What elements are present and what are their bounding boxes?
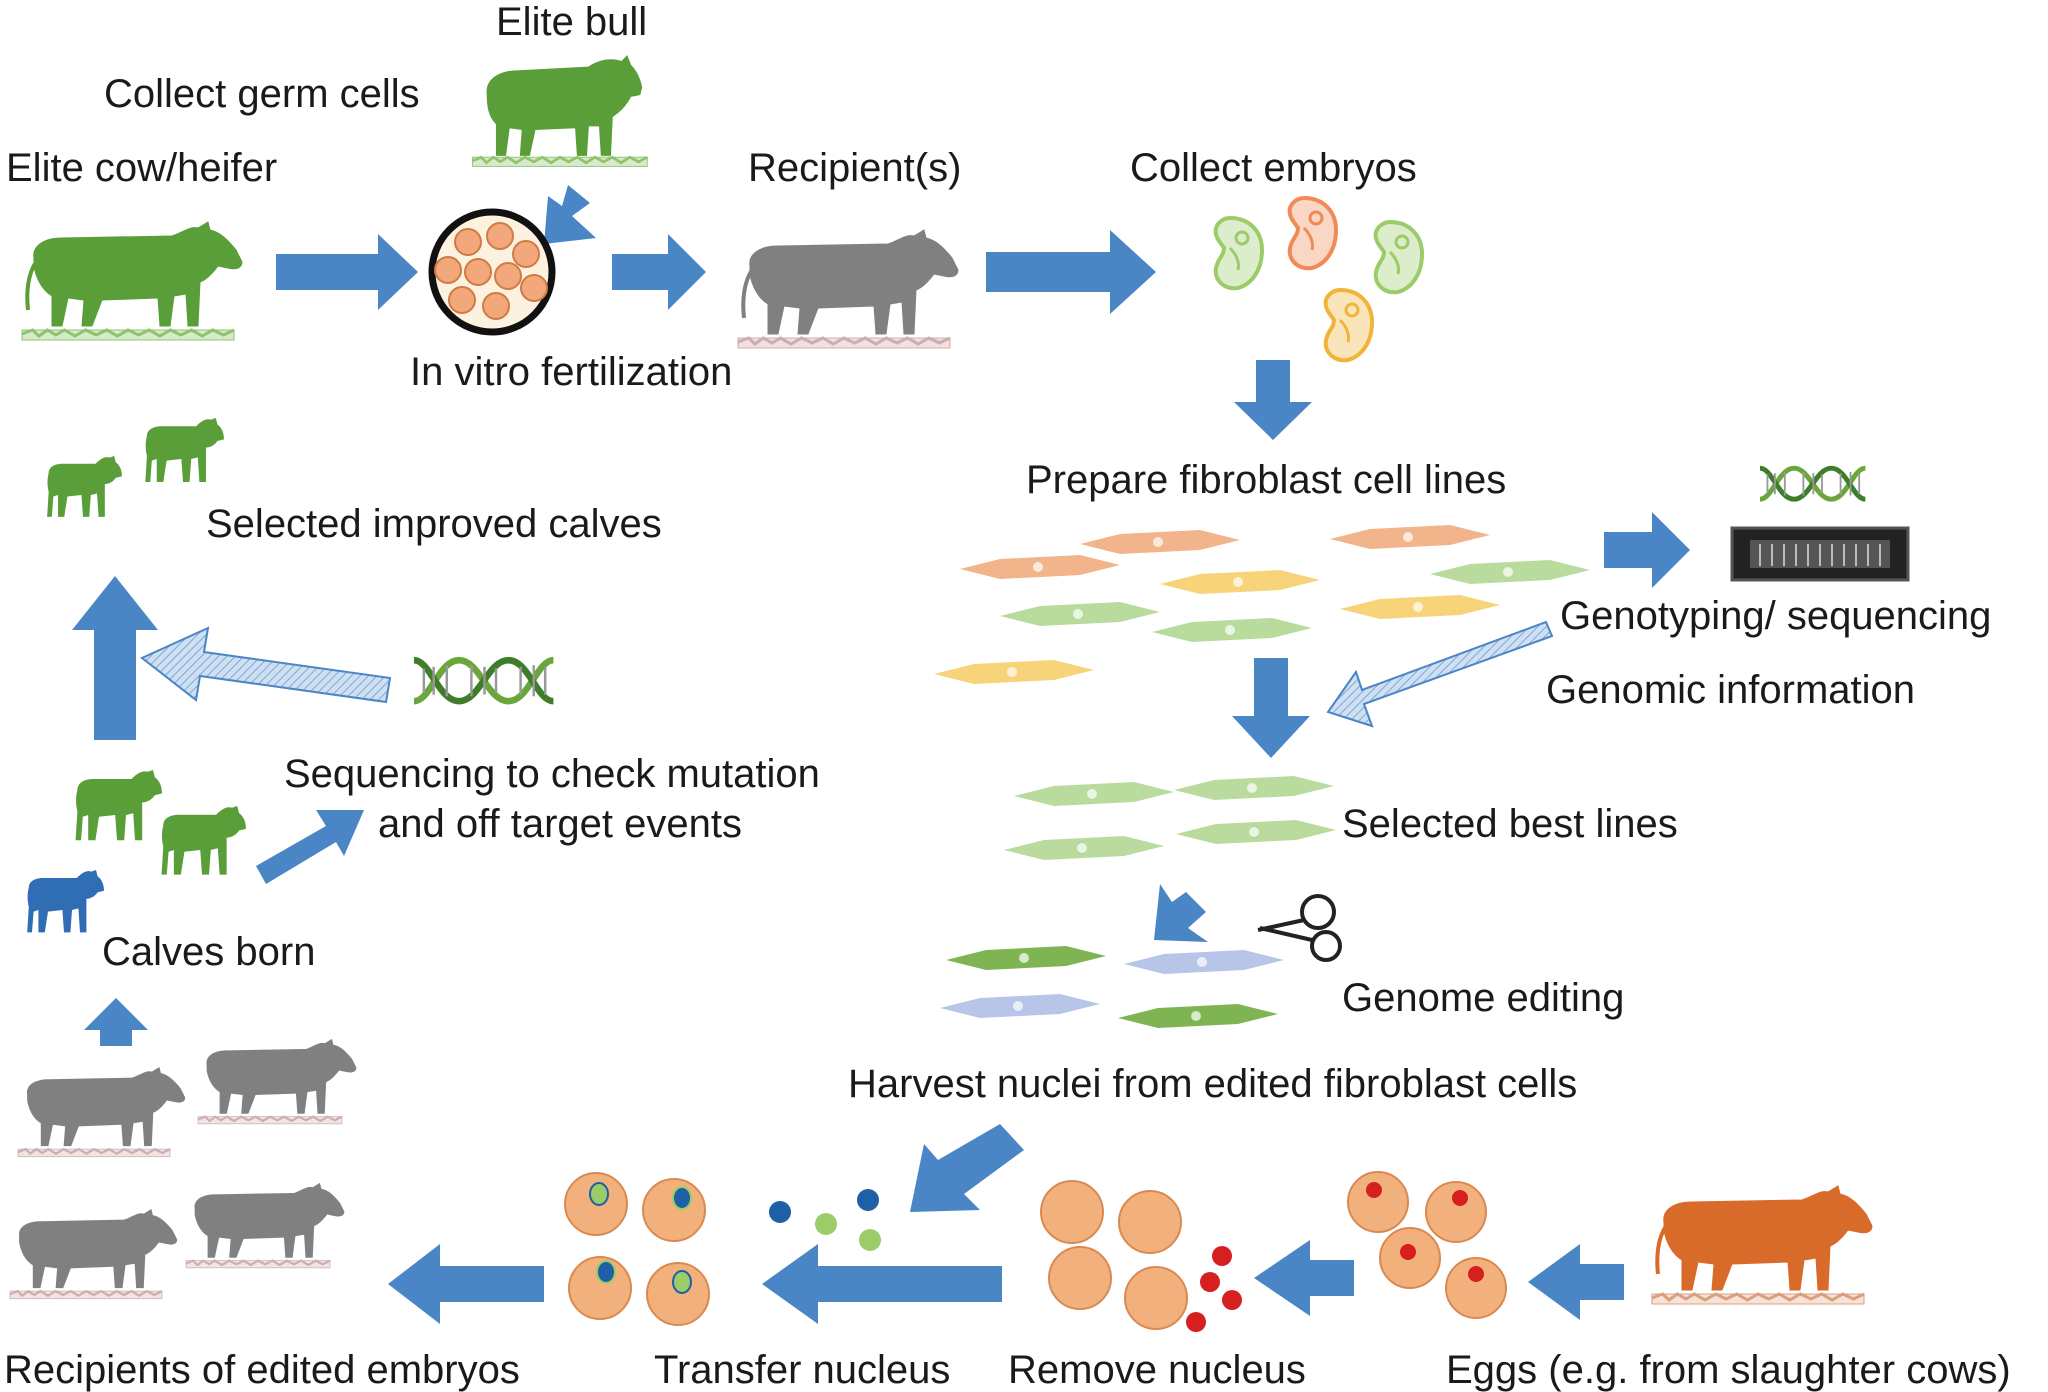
transferred-eggs bbox=[564, 1172, 710, 1326]
label-genome-editing: Genome editing bbox=[1342, 976, 1625, 1020]
label-sequencing-check-line1: Sequencing to check mutation bbox=[284, 752, 820, 796]
best-lines-cells bbox=[1004, 776, 1336, 860]
label-elite-bull: Elite bull bbox=[496, 0, 648, 44]
ivf-dish bbox=[428, 208, 556, 336]
label-genotyping: Genotyping/ sequencing bbox=[1560, 594, 1992, 638]
label-elite-cow: Elite cow/heifer bbox=[6, 146, 278, 190]
arrow-ivf-to-recipient bbox=[612, 234, 706, 310]
arrow-calves-to-sequencing bbox=[256, 810, 364, 884]
elite-cow-image bbox=[20, 220, 244, 342]
scissors-icon bbox=[1257, 894, 1342, 962]
dna-icon-sequencing bbox=[414, 660, 553, 701]
arrow-to-eggs bbox=[1528, 1244, 1624, 1320]
arrow-best-lines-to-editing bbox=[1154, 884, 1208, 942]
arrow-to-recipients bbox=[388, 1244, 544, 1324]
edited-recipients-image bbox=[8, 1038, 357, 1300]
label-sequencing-check-line2: and off target events bbox=[378, 802, 742, 846]
dna-icon-genotyping bbox=[1760, 468, 1865, 499]
arrow-fibroblast-to-best-lines bbox=[1232, 658, 1310, 758]
arrow-to-remove-nucleus bbox=[1254, 1240, 1354, 1316]
label-recipients: Recipient(s) bbox=[748, 146, 962, 190]
arrow-to-transfer bbox=[762, 1244, 1002, 1324]
label-selected-calves: Selected improved calves bbox=[206, 502, 662, 546]
label-harvest-nuclei: Harvest nuclei from edited fibroblast ce… bbox=[848, 1062, 1578, 1106]
enucleated-eggs bbox=[1040, 1180, 1242, 1332]
calves-born-image bbox=[27, 770, 246, 933]
arrow-up-to-improved-calves bbox=[72, 576, 158, 740]
label-transfer-nucleus: Transfer nucleus bbox=[654, 1348, 951, 1392]
label-selected-best-lines: Selected best lines bbox=[1342, 802, 1678, 846]
label-prepare-fibroblast: Prepare fibroblast cell lines bbox=[1026, 458, 1507, 502]
arrow-harvest-to-nuclei bbox=[910, 1124, 1024, 1212]
arrow-bull-to-ivf bbox=[544, 185, 596, 244]
edited-cells bbox=[940, 946, 1284, 1028]
recipient-cow-image bbox=[736, 228, 960, 350]
slaughter-cow-image bbox=[1650, 1184, 1874, 1306]
label-collect-embryos: Collect embryos bbox=[1130, 146, 1417, 190]
label-recipients-edited: Recipients of edited embryos bbox=[4, 1348, 520, 1392]
arrow-genomic-information bbox=[1326, 620, 1554, 728]
elite-bull-image bbox=[471, 55, 649, 168]
embryos-image bbox=[1213, 196, 1424, 363]
eggs-with-nuclei bbox=[1347, 1171, 1507, 1319]
label-calves-born: Calves born bbox=[102, 930, 316, 974]
improved-calves-image bbox=[47, 418, 224, 517]
label-remove-nucleus: Remove nucleus bbox=[1008, 1348, 1306, 1392]
arrow-cow-to-ivf bbox=[276, 234, 418, 310]
label-genomic-information: Genomic information bbox=[1546, 668, 1916, 712]
sequencer-icon bbox=[1730, 526, 1910, 582]
arrow-sequencing-to-calves bbox=[140, 626, 392, 704]
label-collect-germ-cells: Collect germ cells bbox=[104, 72, 420, 116]
label-eggs: Eggs (e.g. from slaughter cows) bbox=[1446, 1348, 2011, 1392]
arrow-embryos-to-fibroblast bbox=[1234, 360, 1312, 440]
arrow-to-sequencer bbox=[1604, 512, 1690, 588]
arrow-up-to-calves-born bbox=[84, 998, 148, 1046]
harvested-nuclei bbox=[769, 1189, 881, 1251]
arrow-recipient-to-embryos bbox=[986, 230, 1156, 314]
label-in-vitro-fertilization: In vitro fertilization bbox=[410, 350, 733, 394]
